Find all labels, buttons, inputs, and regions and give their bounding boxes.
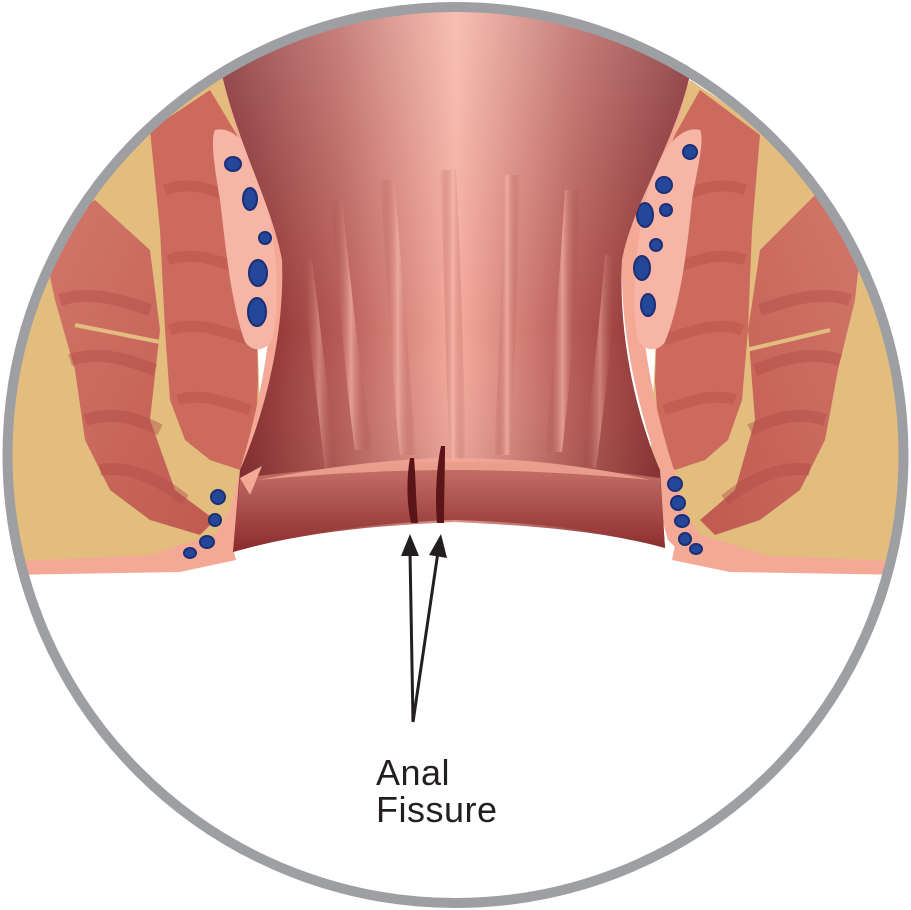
right-veins-lower [667, 476, 703, 555]
right-outer-muscle [700, 195, 865, 535]
annotation-line-1: Anal [376, 752, 450, 793]
left-outer-muscle-stripes [58, 289, 189, 505]
right-skin-edge [672, 545, 904, 575]
right-mucosa [621, 75, 765, 565]
left-inner-muscle-stripes [162, 180, 252, 416]
arrow-line-right [411, 551, 440, 723]
arrow-line-left [408, 551, 415, 723]
left-veins-lower [183, 489, 226, 559]
left-outer-muscle [40, 200, 215, 535]
canal-rim-highlight [258, 458, 650, 480]
left-veins-upper [224, 156, 272, 327]
anal-canal [222, 7, 690, 552]
left-rim-notch [240, 466, 262, 495]
right-veins-upper [633, 144, 698, 317]
annotation-label: Anal Fissure [376, 752, 498, 830]
arrow-up-icon [401, 534, 419, 556]
left-skin-edge [7, 545, 236, 575]
pointer-arrows [401, 534, 447, 723]
right-inner-muscle-stripes [662, 180, 748, 416]
annotation-line-2: Fissure [376, 789, 498, 830]
fissure-right [436, 446, 445, 523]
left-septum [74, 323, 176, 347]
arrow-up-icon [429, 534, 447, 558]
right-outer-muscle-stripes [721, 289, 852, 505]
canal-folds [300, 170, 618, 470]
fissure-left [407, 458, 418, 523]
canal-rim [233, 462, 665, 552]
fissures [407, 446, 445, 523]
